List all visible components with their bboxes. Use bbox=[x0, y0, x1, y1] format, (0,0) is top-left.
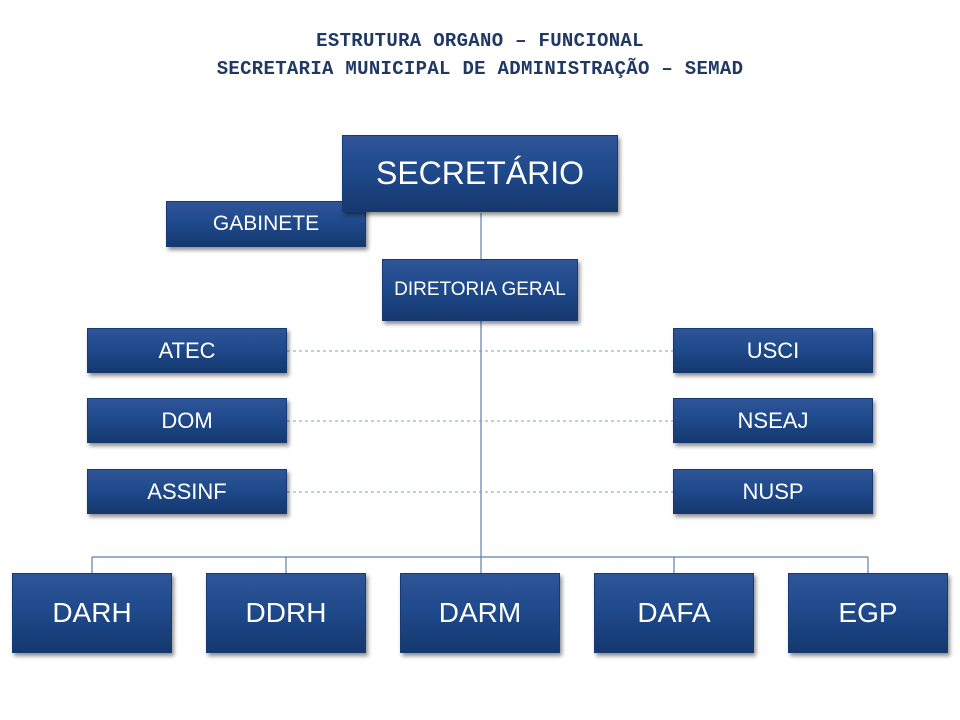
label-darh: DARH bbox=[52, 597, 132, 628]
label-assinf: ASSINF bbox=[147, 478, 227, 504]
box-darm: DARM bbox=[400, 573, 560, 653]
label-gabinete: GABINETE bbox=[212, 212, 320, 235]
label-dafa: DAFA bbox=[637, 597, 711, 628]
label-atec: ATEC bbox=[158, 337, 216, 363]
box-nseaj: NSEAJ bbox=[673, 398, 873, 443]
label-nseaj: NSEAJ bbox=[737, 407, 809, 433]
label-usci: USCI bbox=[746, 337, 800, 363]
box-dom: DOM bbox=[87, 398, 287, 443]
box-ddrh: DDRH bbox=[206, 573, 366, 653]
label-egp: EGP bbox=[838, 597, 898, 628]
box-dafa: DAFA bbox=[594, 573, 754, 653]
page-title-line-2: SECRETARIA MUNICIPAL DE ADMINISTRAÇÃO – … bbox=[216, 58, 744, 80]
box-darh: DARH bbox=[12, 573, 172, 653]
box-atec: ATEC bbox=[87, 328, 287, 373]
label-secretario: SECRETÁRIO bbox=[375, 155, 585, 191]
box-diretoria-geral: DIRETORIA GERAL bbox=[382, 259, 578, 321]
label-darm: DARM bbox=[438, 597, 522, 628]
label-ddrh: DDRH bbox=[245, 597, 327, 628]
box-usci: USCI bbox=[673, 328, 873, 373]
label-diretoria-geral: DIRETORIA GERAL bbox=[394, 279, 566, 300]
box-egp: EGP bbox=[788, 573, 948, 653]
box-gabinete: GABINETE bbox=[166, 201, 366, 247]
box-secretario: SECRETÁRIO bbox=[342, 135, 618, 212]
box-assinf: ASSINF bbox=[87, 469, 287, 514]
label-dom: DOM bbox=[161, 407, 213, 433]
label-nusp: NUSP bbox=[742, 478, 804, 504]
page-title-line-1: ESTRUTURA ORGANO – FUNCIONAL bbox=[316, 30, 644, 52]
box-nusp: NUSP bbox=[673, 469, 873, 514]
